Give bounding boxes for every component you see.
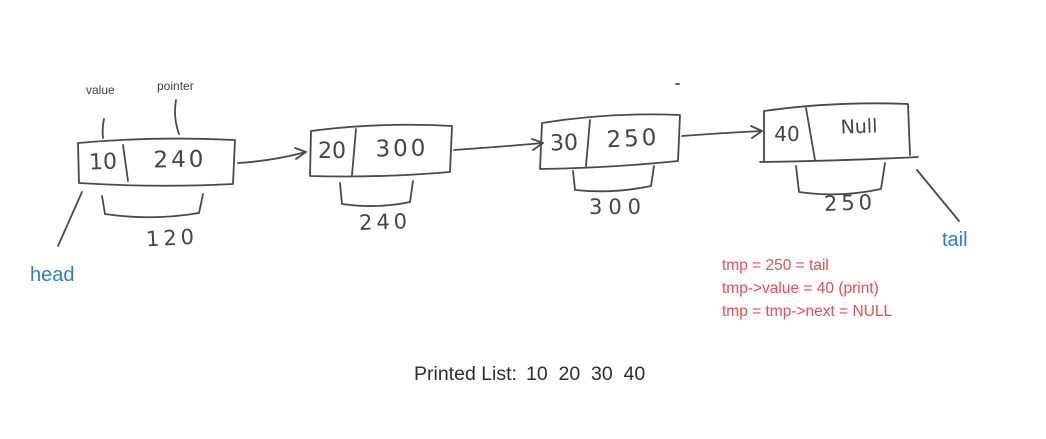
node-1-address: 120 [145,224,199,252]
node-3-pointer: 250 [605,124,661,154]
annotation-line-1: tmp = 250 = tail [722,257,829,274]
arrow-node2-node3 [453,138,544,151]
node-4-value: 40 [774,122,800,146]
node-4-address: 250 [823,190,877,216]
node-4-divider [805,107,816,161]
printed-list-label: Printed List: [414,363,517,385]
pointer-field-label: pointer [157,79,194,93]
node-2-value: 20 [318,139,346,164]
pointer-label-leader-line [174,99,180,135]
node-3-value: 30 [549,130,579,157]
node-2-address-bracket [339,180,414,207]
printed-list-values: 10 20 30 40 [525,363,646,385]
tail-label: tail [942,229,968,251]
node-2-address: 240 [358,209,412,235]
node-1-address-bracket [101,193,204,219]
node-1-value: 10 [88,149,118,176]
node-3-address: 300 [588,195,648,219]
arrow-node3-node4 [681,125,763,139]
node-3-divider [585,119,591,167]
node-4-bottom-line [759,156,919,163]
head-leader-line [57,191,83,247]
node-1-box [77,137,236,187]
node-2-box [309,123,453,178]
node-1-pointer: 240 [153,146,207,174]
printed-list: Printed List: 10 20 30 40 [414,363,645,386]
node-1-divider [122,144,129,182]
node-3-address-bracket [572,165,655,193]
node-2-divider [351,128,357,176]
node-2-pointer: 300 [375,135,429,163]
annotation-line-2: tmp->value = 40 (print) [722,280,879,297]
node-3-box [539,113,681,170]
value-label-leader-line [101,118,105,139]
node-4-box [763,102,911,163]
ink-strokes [57,83,960,247]
value-field-label: value [86,83,115,97]
node-4-pointer: Null [840,115,878,139]
head-label: head [30,264,75,286]
arrow-node1-node2 [237,147,307,164]
annotation-line-3: tmp = tmp->next = NULL [722,303,893,320]
node-4-address-bracket [795,162,886,196]
tail-leader-line [916,169,960,222]
